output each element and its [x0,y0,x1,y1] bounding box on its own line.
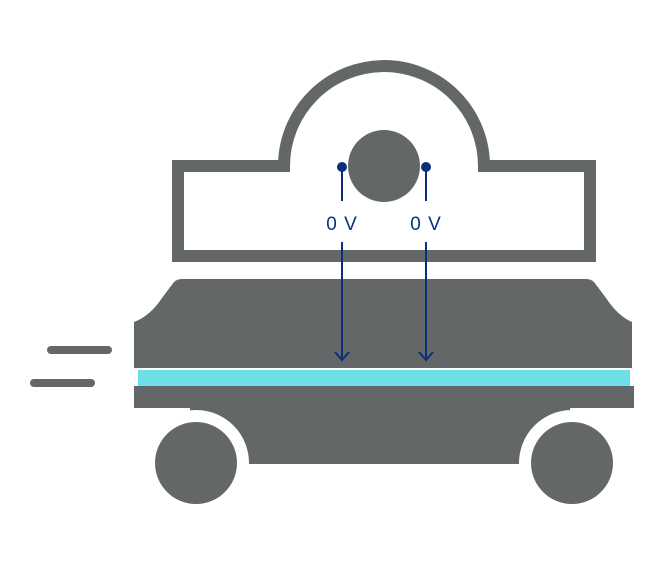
right-wheel [531,422,613,504]
speed-lines [30,346,112,387]
left-wire [334,162,350,362]
left-wheel [155,422,237,504]
contact-stripe [138,370,630,386]
robot-body [134,279,632,368]
right-voltage-label: 0 V [410,214,442,235]
left-voltage-label: 0 V [326,214,358,235]
sensor-disc [348,130,420,202]
lower-chassis [190,406,570,464]
right-wire [418,162,434,362]
right-arrow-icon [418,351,434,362]
base-plate-overlay [134,386,634,408]
left-arrow-icon [334,351,350,362]
